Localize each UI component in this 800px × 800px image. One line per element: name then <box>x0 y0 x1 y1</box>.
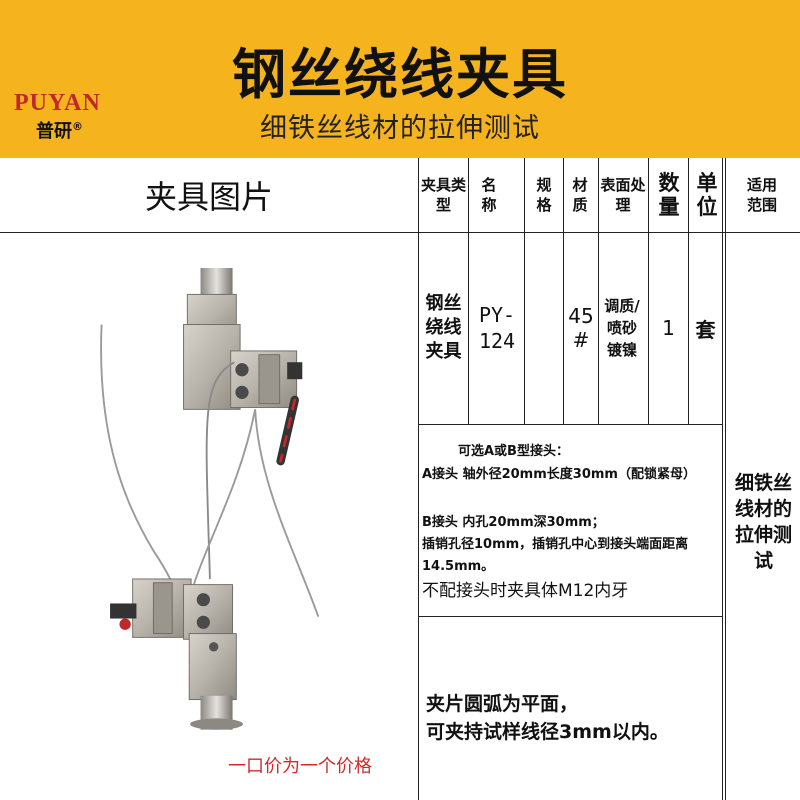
notes-line-b: B接头 内孔20mm深30mm； <box>422 515 605 530</box>
jaw-note-line2: 可夹持试样线径3mm以内。 <box>426 721 669 743</box>
notes-line-pin: 插销孔径10mm，插销孔中心到接头端面距离14.5mm。 <box>422 537 689 574</box>
price-caption: 一口价为一个价格 <box>228 756 372 777</box>
title-banner: 钢丝绕线夹具 细铁丝线材的拉伸测试 <box>0 0 800 158</box>
grid-line <box>418 158 419 800</box>
header-name: 名称 <box>481 176 497 214</box>
row-material: 45# <box>568 304 594 352</box>
page-title: 钢丝绕线夹具 <box>232 43 568 106</box>
product-photo <box>100 268 320 730</box>
header-material: 材质 <box>572 176 588 214</box>
application-text: 细铁丝线材的拉伸测试 <box>734 472 792 572</box>
logo-text-cn-name: 普研 <box>36 121 72 142</box>
row-name: PY-124 <box>478 303 516 353</box>
header-type: 夹具类型 <box>420 176 466 214</box>
jaw-note-line1: 夹片圆弧为平面， <box>426 693 579 715</box>
row-spec <box>525 232 563 424</box>
notes-heading: 可选A或B型接头： <box>458 444 569 459</box>
row-surface: 调质/喷砂镀镍 <box>604 297 640 359</box>
photo-panel-title: 夹具图片 <box>0 158 418 233</box>
header-qty: 数量 <box>658 171 680 219</box>
registered-mark: ® <box>72 120 83 133</box>
brand-logo: PUYAN 普研® <box>14 90 124 143</box>
logo-text-cn: 普研® <box>36 117 124 143</box>
header-spec: 规格 <box>536 176 552 214</box>
jaw-note: 夹片圆弧为平面， 可夹持试样线径3mm以内。 <box>426 690 669 746</box>
header-application: 适用范围 <box>746 176 777 214</box>
wire-shape <box>205 361 235 579</box>
header-unit: 单位 <box>696 171 718 219</box>
notes-line-a: A接头 轴外径20mm长度30mm（配锁紧母） <box>422 467 696 482</box>
row-qty: 1 <box>662 316 675 340</box>
page-subtitle: 细铁丝线材的拉伸测试 <box>260 113 540 144</box>
header-surface: 表面处理 <box>600 176 646 214</box>
row-unit: 套 <box>695 317 716 342</box>
logo-text-en: PUYAN <box>14 90 101 116</box>
row-type: 钢丝绕线夹具 <box>425 293 462 362</box>
notes-line-thread: 不配接头时夹具体M12内牙 <box>422 581 629 601</box>
